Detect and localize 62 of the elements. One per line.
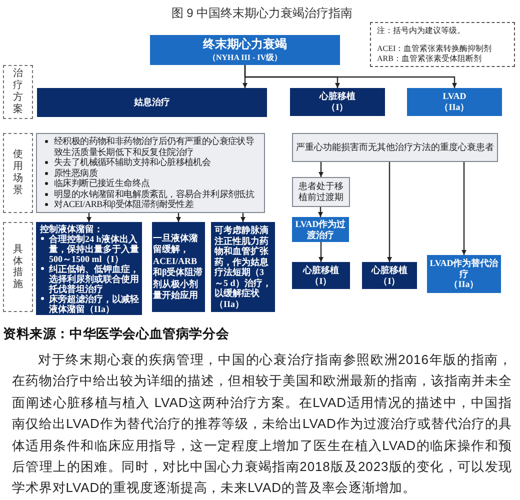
arrow — [244, 65, 457, 88]
bullet-text: 纠正低钠、低钾血症，选择利尿剂或联合使用托伐普坦治疗 — [49, 264, 139, 294]
node-text: 心脏移植 — [372, 264, 408, 276]
grade-label: （IIa） — [440, 102, 470, 113]
arrow — [318, 162, 324, 177]
node-text: 一旦液体潴留缓解，ACEI/ARB和β受体阻滞剂从极小剂量开始应用 — [153, 232, 204, 302]
grade-label: （IIa） — [449, 279, 479, 290]
node-text: 姑息治疗 — [134, 97, 170, 108]
note-text: ACEI：血管紧张素转换酶抑制剂 — [377, 44, 492, 54]
body-paragraph: 对于终末期心衰的疾病管理，中国的心衰治疗指南参照欧洲2016年版的指南，在药物治疗中给出较为详细的描述，但相较于美国和欧洲最新的指南，该指南并未全面阐述心脏移植与植入 LVAD这两种治疗方案。在LVAD适用情况的描述中，中国指南仅给出LVAD作为替代治疗的推荐等级，未给出LVAD作为过渡治疗或替代治疗的具体适用条件和临床应用指导，这一定程度上增加了医生在植入LVAD的临床操作和预后管理上的困难。同时，对比中国心力衰竭指南2018版及2023版的变化，可以发现学术界对LVAD的重视度逐渐提高，未来LVAD的普及率会逐渐增加。 — [12, 351, 512, 498]
section-label: 使用场景 — [13, 149, 23, 197]
measure-box — [36, 222, 142, 315]
arrow — [176, 213, 181, 222]
figure-title: 图 9 中国终末期心力衰竭治疗指南 — [171, 5, 353, 21]
arrow — [86, 213, 92, 222]
treatment-box — [292, 262, 350, 289]
section-tag — [3, 133, 33, 213]
treatment-box — [37, 88, 267, 117]
node-text: 患者处于移植前过渡期 — [298, 181, 344, 203]
arrow — [462, 162, 466, 255]
grade-label: （I） — [326, 102, 348, 113]
section-tag — [3, 222, 33, 312]
bullet-text: 失去了机械循环辅助支持和心脏移植机会 — [54, 157, 211, 168]
grade-label: （I） — [310, 276, 332, 286]
criteria-box — [292, 133, 498, 162]
arrow — [387, 162, 392, 262]
bullet-text: 明显的水钠潴留和电解质紊乱，容易合并利尿剂抵抗 — [54, 188, 254, 199]
measure-box — [152, 222, 205, 312]
node-text: LVAD — [442, 91, 466, 102]
bullet-text: 经积极的药物和非药物治疗后仍有严重的心衰症状导致生活质量长期低下和反复住院治疗 — [54, 136, 254, 157]
note-box — [370, 22, 515, 67]
node-text: 心脏移植 — [320, 91, 356, 102]
arrow — [318, 242, 324, 262]
node-text: 严重心功能损害而无其他治疗方法的重度心衰患者 — [296, 142, 494, 153]
section-label: 具体措施 — [13, 244, 23, 290]
bullet-text: 合理控制24 h液体出入量，保持出量多于入量500～1500 ml（I） — [49, 234, 139, 264]
grade-label: （NYHA III - IV级） — [208, 52, 282, 63]
source-note: 资料来源：中华医学会心血管病学分会 — [3, 325, 230, 342]
bullet-text: 床旁超滤治疗，以减轻液体潴留（IIa） — [49, 294, 139, 314]
bullet-text: 原性恶病质 — [54, 168, 98, 178]
treatment-box — [362, 262, 417, 289]
bullet-text: 临床判断已接近生命终点 — [54, 178, 150, 188]
note-text: 注：括号内为建议等级。 — [377, 26, 465, 36]
stage-box — [292, 177, 350, 207]
criteria-box — [36, 133, 265, 213]
bullet-text: 对ACEI/ARB和β受体阻滞剂耐受性差 — [54, 199, 194, 210]
node-text: 终末期心力衰竭 — [203, 37, 287, 53]
condition-box — [150, 35, 340, 65]
grade-label: （I） — [378, 276, 400, 286]
arrow — [318, 207, 323, 217]
node-text: 心脏移植 — [303, 264, 339, 276]
arrow — [240, 213, 246, 222]
note-text: ARB：血管紧张素受体阻断剂 — [377, 54, 482, 64]
treatment-box — [427, 255, 501, 293]
node-text: LVAD作为替代治疗 — [428, 258, 500, 280]
section-tag — [3, 65, 33, 119]
list-heading: 控制液体潴留： — [40, 224, 104, 234]
treatment-box — [407, 88, 502, 116]
node-text: 可考虑静脉滴注正性肌力药物和血管扩张药，作为姑息疗法短期（3～5 d）治疗，以缓解症状（IIa） — [214, 225, 272, 309]
node-text: LVAD作为过渡治疗 — [294, 219, 347, 240]
treatment-box — [290, 88, 385, 116]
section-label: 治疗方案 — [13, 68, 23, 116]
